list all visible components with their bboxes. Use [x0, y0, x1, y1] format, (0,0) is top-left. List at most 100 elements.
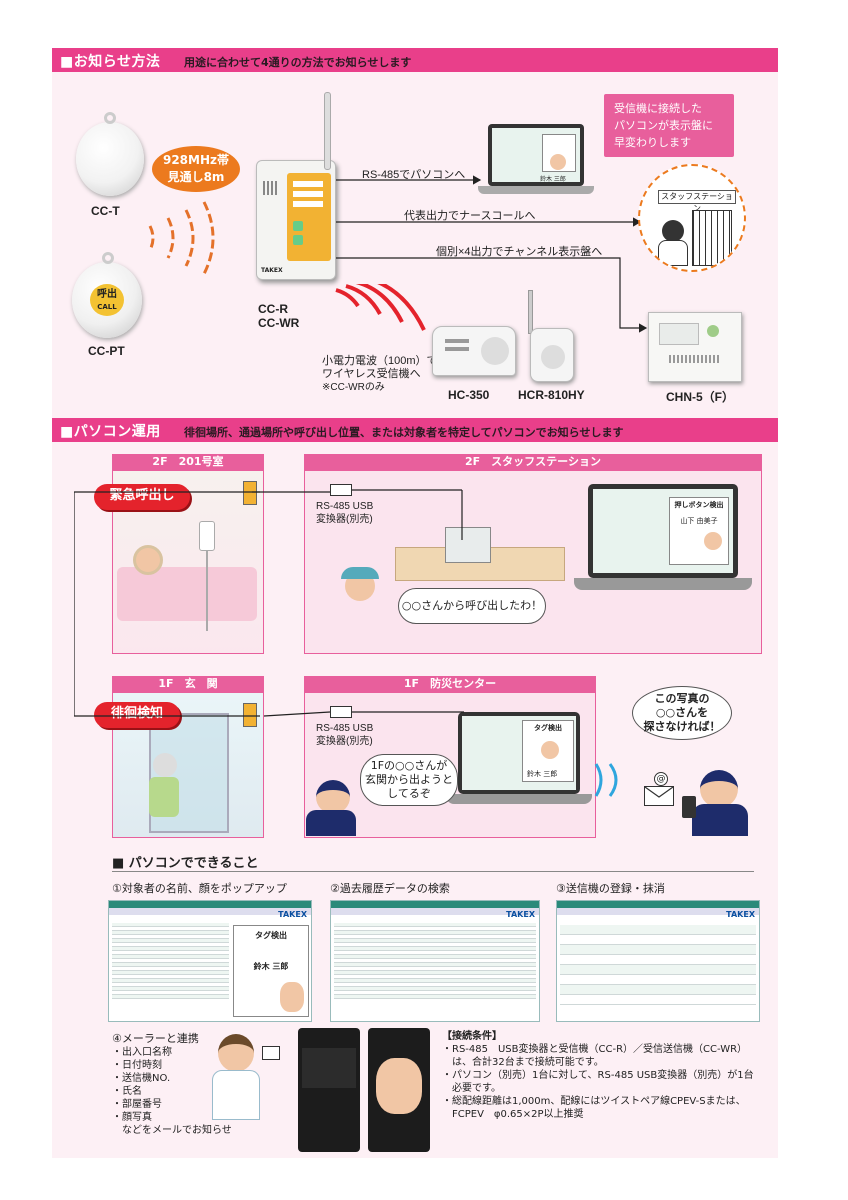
hc350-device [432, 326, 516, 376]
condition-line: ・RS-485 USB変換器と受信機（CC-R）／受信送信機（CC-WR） [442, 1044, 748, 1055]
search-speech: この写真の ○○さんを 探さなければ！ [632, 686, 732, 740]
routes-diagram [336, 175, 648, 333]
patient-icon [133, 545, 163, 575]
entrance-header: 1F 玄 関 [112, 676, 264, 692]
room-receiver-icon [243, 481, 257, 505]
receiver-label: CC-R CC-WR [258, 302, 299, 330]
laptop-1: 鈴木 三郎 [488, 124, 584, 186]
converter-2-label: RS-485 USB 変換器(別売) [316, 722, 373, 748]
center-laptop-base [446, 794, 592, 804]
conditions-block: 【接続条件】 ・RS-485 USB変換器と受信機（CC-R）／受信送信機（CC… [442, 1030, 754, 1121]
converter-1-line1: RS-485 USB [316, 501, 374, 512]
receiver-label-2: CC-WR [258, 316, 300, 330]
laptop-1-base [478, 186, 594, 194]
screen3-brand: TAKEX [726, 910, 755, 919]
section1-header: ■お知らせ方法 用途に合わせて4通りの方法でお知らせします [52, 48, 778, 72]
section2-header: ■パソコン運用 徘徊場所、通過場所や呼び出し位置、または対象者を特定してパソコン… [52, 418, 778, 442]
mailer-footer: などをメールでお知らせ [112, 1125, 232, 1136]
receiver-label-1: CC-R [258, 302, 288, 316]
chn5-device [648, 312, 742, 382]
room-201-header: 2F 201号室 [112, 454, 264, 470]
screenshot-popup: TAKEX タグ検出 鈴木 三郎 [108, 900, 312, 1022]
callout-line2: パソコンが表示盤に [614, 119, 713, 132]
entrance-receiver-icon [243, 703, 257, 727]
screen1-popup-name: 鈴木 三郎 [253, 962, 289, 971]
staff-laptop-base [574, 578, 752, 590]
search-speech-line3: 探さなければ！ [643, 720, 721, 733]
condition-line: は、合計32台まで接続可能です。 [442, 1057, 604, 1068]
center-laptop: タグ検出 鈴木 三郎 [458, 712, 580, 794]
wireless-text: 小電力電波（100m）で ワイヤレス受信機へ ※CC-WRのみ [322, 355, 438, 394]
staff-person-icon [218, 1034, 254, 1072]
guard-speech-line2: 玄関から出ようと [365, 773, 453, 786]
mailer-mail-icon [262, 1046, 280, 1060]
at-sign-icon: @ [654, 772, 668, 786]
screenshot-registration: TAKEX [556, 900, 760, 1022]
frequency-line2: 見通し8m [167, 170, 225, 184]
cc-pt-device-icon: 呼出 CALL [72, 252, 142, 338]
section1-subtitle: 用途に合わせて4通りの方法でお知らせします [184, 56, 412, 69]
radio-waves-icon [148, 201, 215, 275]
guard-icon [316, 780, 350, 814]
converter-2-icon [330, 706, 352, 718]
converter-2-line2: 変換器(別売) [316, 736, 373, 747]
section2-title: ■パソコン運用 [60, 424, 161, 440]
conditions-title: 【接続条件】 [442, 1031, 502, 1042]
mailer-item: ・顔写真 [112, 1112, 152, 1123]
section1-title: ■お知らせ方法 [60, 54, 161, 70]
condition-line: 必要です。 [442, 1083, 501, 1094]
call-button-bottom-text: CALL [97, 303, 117, 311]
staff-station-circle: スタッフステーション [638, 164, 746, 272]
wiring-lines [74, 489, 464, 717]
screenshot-history: TAKEX [330, 900, 540, 1022]
hcr810-device [530, 328, 574, 382]
mailer-item: ・部屋番号 [112, 1099, 162, 1110]
mailer-item: ・氏名 [112, 1086, 142, 1097]
frequency-line1: 928MHz帯 [162, 153, 230, 167]
hcr-antenna-icon [528, 290, 533, 334]
center-popup-title: タグ検出 [534, 724, 562, 732]
call-button-top-text: 呼出 [97, 289, 117, 300]
staff-popup-name: 山下 由美子 [680, 517, 718, 525]
guard-speech-line1: 1Fの○○さんが [370, 759, 448, 772]
route2-label: 代表出力でナースコールへ [404, 210, 536, 222]
staff-laptop: 押しボタン検出 山下 由美子 [588, 484, 738, 578]
staff-popup-title: 押しボタン検出 [674, 501, 724, 509]
wireless-note: ※CC-WRのみ [322, 382, 385, 393]
feature3-caption: ③送信機の登録・抹消 [556, 882, 665, 895]
features-heading: ■ パソコンでできること [112, 856, 259, 871]
wireless-line2: ワイヤレス受信機へ [322, 368, 421, 380]
walking-person-icon [153, 753, 177, 777]
desktop-pc-icon [445, 527, 491, 563]
laptop-callout: 受信機に接続した パソコンが表示盤に 早変わりします [604, 94, 734, 157]
screen2-brand: TAKEX [506, 910, 535, 919]
mailer-item: ・日付時刻 [112, 1060, 162, 1071]
condition-line: FCPEV φ0.65×2P以上推奨 [442, 1109, 584, 1120]
features-divider [112, 871, 754, 872]
call-button: 呼出 CALL [90, 284, 124, 316]
wander-badge: 徘徊検知 [94, 702, 180, 728]
feature2-caption: ②過去履歴データの検索 [330, 882, 450, 895]
cc-pt-label: CC-PT [88, 344, 125, 358]
mailer-title: ④メーラーと連携 [112, 1032, 199, 1045]
entrance-box [112, 692, 264, 838]
hc350-label: HC-350 [448, 388, 490, 402]
route1-label: RS-485でパソコンへ [362, 169, 466, 181]
guard-speech: 1Fの○○さんが 玄関から出ようと してるぞ [360, 754, 458, 806]
guard-speech-line3: してるぞ [387, 787, 431, 800]
receiver-device: TAKEX [256, 160, 336, 280]
condition-line: ・総配線距離は1,000m、配線にはツイストペア線CPEV-Sまたは、 [442, 1096, 746, 1107]
feature1-caption: ①対象者の名前、顔をポップアップ [112, 882, 287, 895]
staff-station-sign: スタッフステーション [658, 190, 736, 213]
iv-bag-icon [199, 521, 215, 551]
staff-station-header: 2F スタッフステーション [304, 454, 762, 470]
callout-line1: 受信機に接続した [614, 102, 702, 115]
receiver-brand: TAKEX [261, 267, 283, 274]
wireless-line1: 小電力電波（100m）で [322, 355, 438, 367]
mailer-list: ・出入口名称 ・日付時刻 ・送信機NO. ・氏名 ・部屋番号 ・顔写真 などをメ… [112, 1046, 232, 1137]
route3-label: 個別×4出力でチャンネル表示盤へ [436, 246, 603, 258]
screen1-popup-title: タグ検出 [255, 931, 287, 940]
frequency-badge: 928MHz帯 見通し8m [152, 146, 240, 192]
condition-line: ・パソコン（別売）1台に対して、RS-485 USB変換器（別売）が1台 [442, 1070, 754, 1081]
searching-guard-icon [700, 770, 738, 808]
